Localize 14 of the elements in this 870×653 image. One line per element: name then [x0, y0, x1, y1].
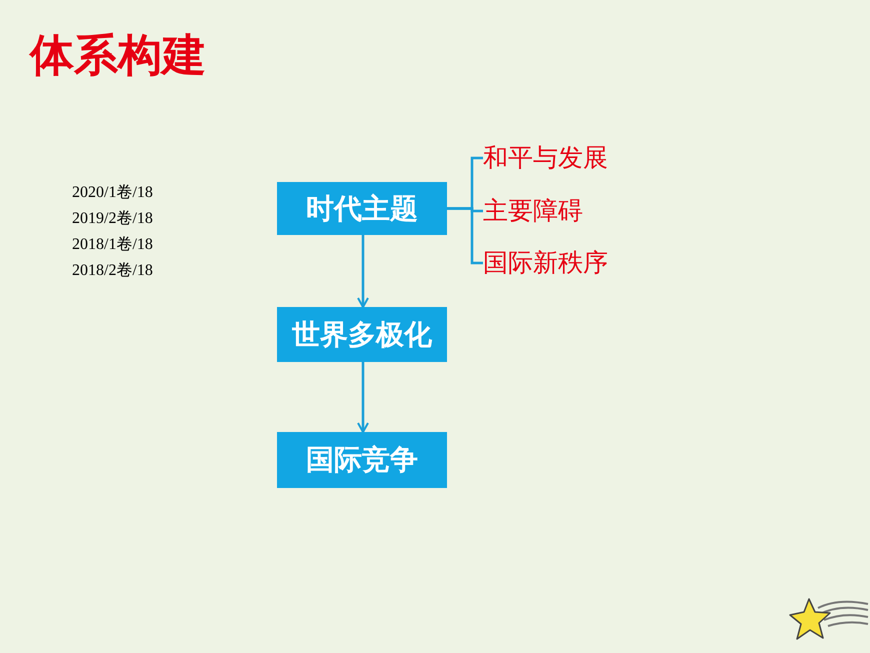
exam-reference: 2019/2卷/18 [72, 209, 153, 229]
topic-box: 时代主题 [277, 182, 447, 235]
arrow [357, 362, 369, 433]
exam-reference: 2018/1卷/18 [72, 235, 153, 255]
subtopic-text: 国际新秩序 [483, 246, 633, 280]
exam-reference: 2018/2卷/18 [72, 261, 153, 281]
subtopic-text: 和平与发展 [483, 141, 633, 175]
subtopic-text: 主要障碍 [483, 194, 633, 228]
arrow [357, 235, 369, 308]
title: 体系构建 [30, 30, 206, 82]
exam-reference: 2020/1卷/18 [72, 183, 153, 203]
bracket-branch [447, 207, 483, 264]
topic-box: 国际竞争 [277, 432, 447, 488]
topic-box: 世界多极化 [277, 307, 447, 362]
